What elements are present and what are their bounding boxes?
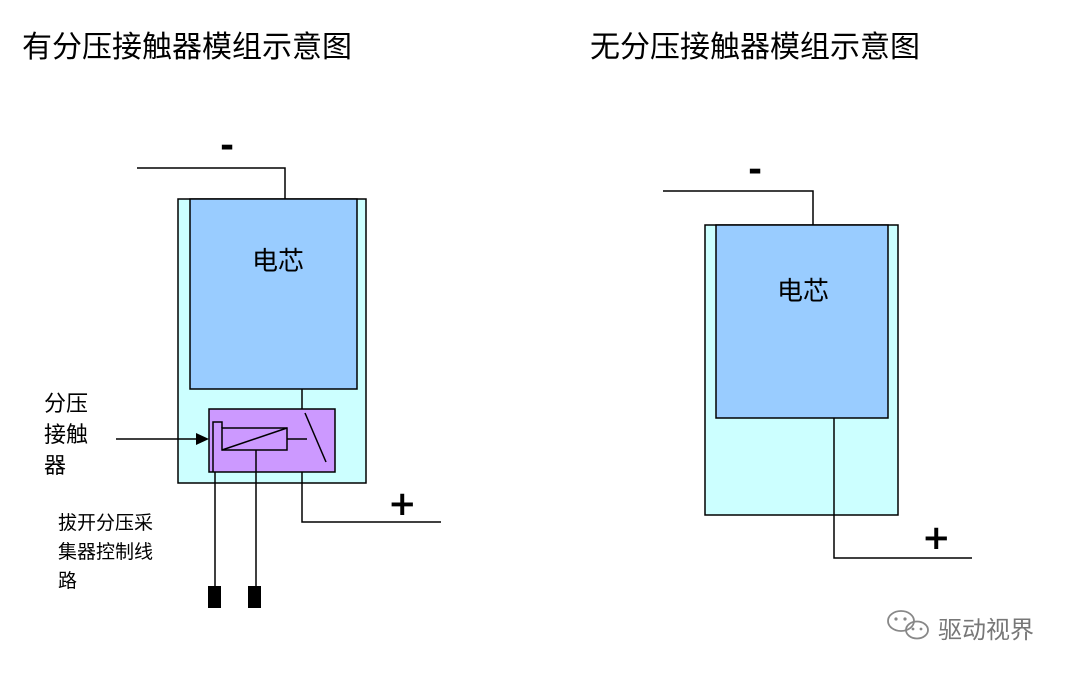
control-line-label: 拔开分压采 集器控制线 路 bbox=[58, 509, 153, 596]
contactor-label-line: 分压 bbox=[44, 392, 89, 417]
right-negative-sign: - bbox=[748, 150, 763, 190]
left-positive-sign: + bbox=[388, 484, 417, 524]
right-positive-sign: + bbox=[922, 518, 951, 558]
right-positive-lead bbox=[833, 418, 972, 559]
left-cell-label: 电芯 bbox=[252, 247, 305, 277]
contactor-label: 分压 接触 器 bbox=[44, 389, 88, 482]
contactor-switch-blade bbox=[304, 412, 327, 463]
right-negative-lead bbox=[663, 190, 814, 225]
right-battery-cell bbox=[715, 224, 889, 419]
left-diagram-title: 有分压接触器模组示意图 bbox=[22, 30, 352, 65]
left-battery-cell bbox=[189, 198, 358, 390]
contactor-box bbox=[208, 408, 336, 473]
left-negative-lead bbox=[137, 167, 286, 199]
control-line-label-line: 拔开分压采 bbox=[58, 512, 154, 534]
control-plug-2 bbox=[248, 586, 261, 608]
contactor-coil-diagonal bbox=[221, 427, 288, 451]
contactor-coil-connector bbox=[212, 421, 223, 472]
contactor-label-line: 接触 bbox=[44, 423, 89, 448]
watermark-text: 驱动视界 bbox=[938, 616, 1034, 644]
control-line-label-line: 集器控制线 bbox=[58, 541, 154, 563]
right-diagram-title: 无分压接触器模组示意图 bbox=[590, 30, 920, 65]
contactor-label-line: 器 bbox=[44, 454, 67, 479]
wechat-icon bbox=[887, 610, 929, 640]
control-line-label-line: 路 bbox=[58, 570, 78, 592]
control-plug-1 bbox=[208, 586, 221, 608]
contactor-pointer-head bbox=[196, 433, 209, 445]
right-cell-label: 电芯 bbox=[777, 277, 830, 307]
left-negative-sign: - bbox=[220, 126, 235, 166]
